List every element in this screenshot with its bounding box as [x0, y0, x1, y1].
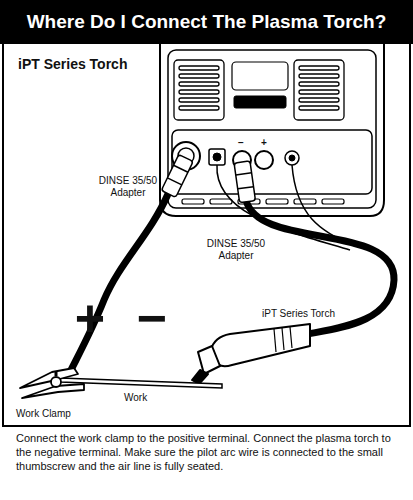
title-banner: [0, 0, 413, 44]
dinse-adapter: [167, 178, 181, 185]
polarity-sign: +: [70, 292, 110, 344]
bottom-grille: [210, 199, 232, 204]
frame-border: [3, 3, 410, 426]
dinse-adapter: [238, 187, 254, 189]
part-label: iPT Series Torch: [262, 308, 372, 320]
part-label: DINSE 35/50 Adapter: [92, 175, 164, 198]
cables: [246, 200, 394, 334]
caption-text: Connect the work clamp to the positive t…: [16, 431, 400, 473]
positive-terminal: [255, 151, 273, 169]
right-vent: [299, 98, 339, 102]
left-vent: [179, 106, 219, 110]
work-clamp: [20, 368, 84, 398]
welder-machine: [160, 44, 384, 216]
plasma-torch: [274, 329, 276, 352]
terminal-mark: +: [259, 137, 269, 149]
welder-machine: [160, 44, 384, 216]
left-vent: [179, 98, 219, 102]
title-text: Where Do I Connect The Plasma Torch?: [0, 0, 413, 44]
plasma-torch: [282, 328, 284, 350]
dinse-adapter: [234, 161, 255, 203]
left-vent: [179, 66, 219, 70]
cables: [70, 194, 168, 372]
dinse-adapter: [234, 161, 255, 203]
thumbscrew: [285, 151, 299, 165]
plasma-torch: [211, 324, 310, 366]
right-vent: [294, 60, 344, 120]
left-vent: [179, 74, 219, 78]
bottom-grille: [294, 199, 316, 204]
part-label: Work Clamp: [16, 408, 106, 420]
left-vent: [179, 90, 219, 94]
right-vent: [299, 90, 339, 94]
bottom-grille: [182, 199, 204, 204]
left-vent: [179, 82, 219, 86]
display-panel: [232, 62, 288, 90]
welder-machine: [168, 50, 376, 208]
right-vent: [299, 74, 339, 78]
polarity-sign: −: [132, 292, 172, 344]
plasma-torch: [290, 327, 292, 348]
work-clamp: [51, 377, 61, 387]
bottom-grille: [266, 199, 288, 204]
plasma-torch: [192, 370, 208, 384]
logo-plate: [234, 96, 286, 108]
right-vent: [299, 106, 339, 110]
left-vent: [174, 60, 224, 120]
dinse-adapter: [161, 154, 255, 202]
air-fitting: [213, 153, 221, 161]
plasma-torch: [192, 324, 310, 384]
right-vent: [294, 60, 344, 120]
dinse-adapter: [161, 154, 193, 197]
terminal-mark: −: [236, 137, 246, 149]
section-heading: iPT Series Torch: [18, 56, 178, 72]
left-vent: [174, 60, 224, 120]
bottom-grille: [322, 199, 344, 204]
dinse-adapter: [174, 165, 188, 172]
part-label: DINSE 35/50 Adapter: [200, 238, 272, 261]
thumbscrew: [289, 155, 295, 161]
part-label: Work: [124, 392, 174, 404]
work-clamp: [55, 372, 58, 376]
socket-panel: [172, 130, 372, 194]
right-vent: [299, 82, 339, 86]
dinse-adapter: [161, 154, 193, 197]
right-vent: [299, 66, 339, 70]
cables: [70, 194, 394, 372]
air-fitting: [209, 149, 225, 165]
dinse-adapter: [236, 173, 252, 175]
bottom-grille: [182, 199, 344, 204]
